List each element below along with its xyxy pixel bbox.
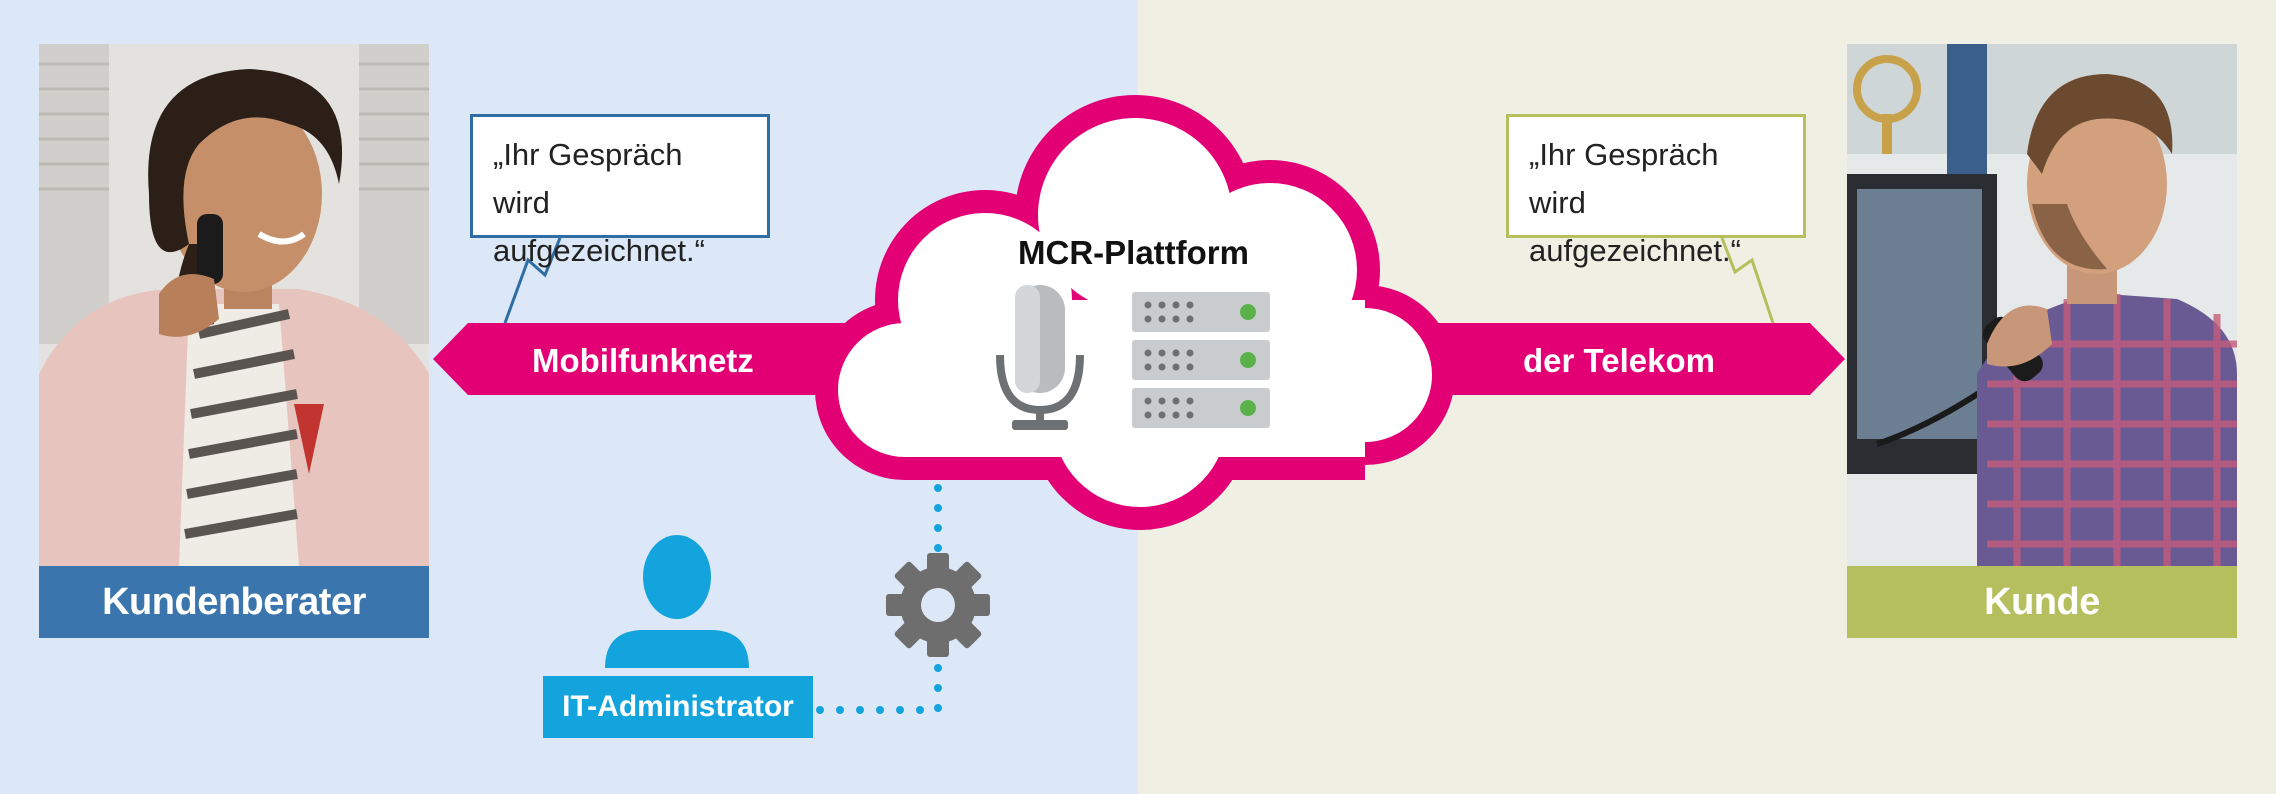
microphone-icon bbox=[996, 285, 1084, 430]
right-bubble-tail bbox=[1720, 237, 1775, 324]
left-bubble-tail bbox=[503, 237, 562, 324]
bubble-line: aufgezeichnet.“ bbox=[1529, 233, 1741, 268]
advisor-speech-bubble: „Ihr Gespräch wird aufgezeichnet.“ bbox=[470, 114, 770, 268]
customer-photo bbox=[1847, 44, 2237, 566]
bubble-line: „Ihr Gespräch wird bbox=[493, 137, 683, 220]
customer-speech-bubble: „Ihr Gespräch wird aufgezeichnet.“ bbox=[1506, 114, 1806, 268]
customer-role-label: Kunde bbox=[1847, 566, 2237, 638]
advisor-photo bbox=[39, 44, 429, 566]
gear-icon bbox=[886, 553, 990, 657]
person-icon bbox=[605, 535, 749, 668]
mobile-network-label: Mobilfunknetz bbox=[532, 342, 754, 379]
bubble-line: aufgezeichnet.“ bbox=[493, 233, 705, 268]
advisor-role-label: Kundenberater bbox=[39, 566, 429, 638]
server-rack-icon bbox=[1132, 292, 1270, 428]
admin-connector bbox=[816, 484, 942, 714]
bubble-line: „Ihr Gespräch wird bbox=[1529, 137, 1719, 220]
mcr-platform-title: MCR-Plattform bbox=[1018, 234, 1249, 271]
man-on-phone-photo bbox=[1847, 44, 2237, 566]
it-admin-label: IT-Administrator bbox=[543, 676, 813, 738]
telekom-label: der Telekom bbox=[1523, 342, 1715, 379]
woman-on-phone-photo bbox=[39, 44, 429, 566]
